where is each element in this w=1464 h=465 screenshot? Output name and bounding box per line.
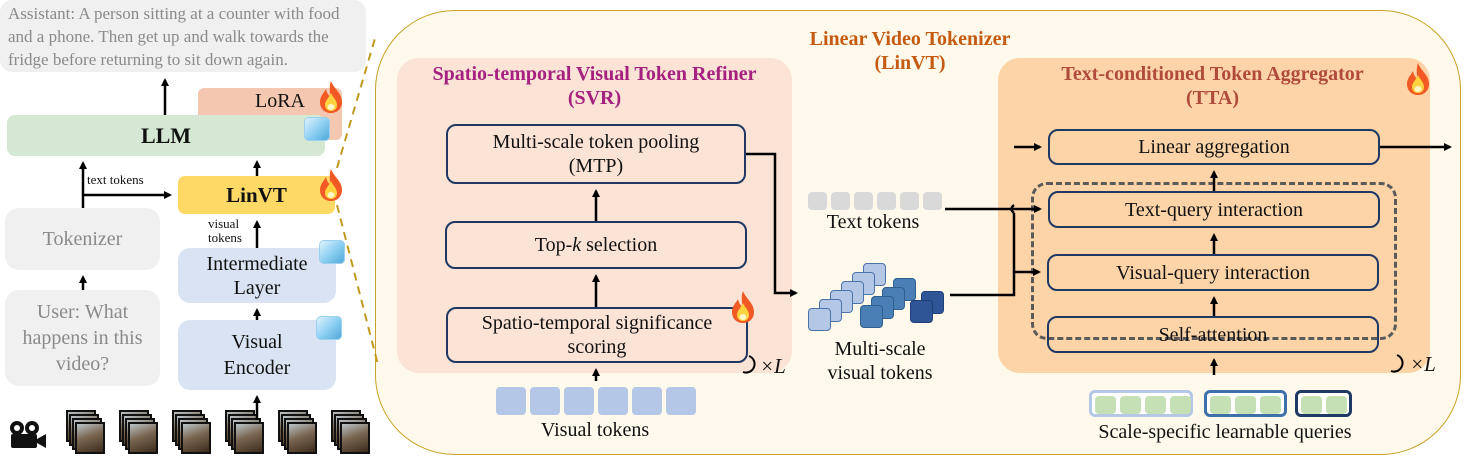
multiscale-token xyxy=(860,305,883,328)
visual-token xyxy=(530,387,560,415)
query-group xyxy=(1089,390,1193,417)
zoom-line-bottom xyxy=(336,204,379,366)
query-token xyxy=(1145,396,1166,414)
query-group xyxy=(1204,390,1287,417)
visual-query-interaction-step: Visual-query interaction xyxy=(1047,254,1379,291)
visual-token xyxy=(598,387,628,415)
queries-caption: Scale-specific learnable queries xyxy=(1098,421,1352,443)
video-frame xyxy=(128,422,158,454)
scoring-trainable-flame-icon xyxy=(730,290,756,324)
tokenizer-label: Tokenizer xyxy=(42,227,123,250)
lora-label: LoRA xyxy=(255,90,305,112)
visual-token xyxy=(496,387,526,415)
text-token xyxy=(877,192,896,210)
video-frame xyxy=(234,422,264,454)
llm-label: LLM xyxy=(140,122,192,148)
tta-trainable-flame-icon xyxy=(1405,62,1431,96)
text-token xyxy=(900,192,919,210)
query-token xyxy=(1235,396,1256,414)
intermediate-frozen-ice-icon xyxy=(319,240,345,264)
linvt-label: LinVT xyxy=(226,182,287,207)
linvt-panel-title: Linear Video Tokenizer (LinVT) xyxy=(809,28,1011,74)
tta-repeat-label: ×L xyxy=(1410,352,1436,376)
multiscale-caption: Multi-scale visual tokens xyxy=(827,338,933,384)
query-token xyxy=(1095,396,1116,414)
tta-title: Text-conditioned Token Aggregator (TTA) xyxy=(1061,63,1364,109)
query-group xyxy=(1295,390,1352,417)
linvt-trainable-flame-icon xyxy=(318,168,344,202)
assistant-response: Assistant: A person sitting at a counter… xyxy=(0,0,366,72)
llm-block: LLM xyxy=(7,115,325,156)
text-token xyxy=(808,192,827,210)
visual-token xyxy=(666,387,696,415)
svr-panel xyxy=(397,58,792,373)
query-token xyxy=(1120,396,1141,414)
visual-token xyxy=(632,387,662,415)
visual-tokens-label: visual tokens xyxy=(208,216,242,245)
visual-encoder-block: Visual Encoder xyxy=(178,320,336,390)
text-token xyxy=(923,192,942,210)
multiscale-token xyxy=(910,300,933,323)
query-token xyxy=(1326,396,1347,414)
query-token xyxy=(1260,396,1281,414)
text-query-interaction-step: Text-query interaction xyxy=(1048,191,1380,228)
linvt-block[interactable]: LinVT xyxy=(178,176,335,214)
svr-repeat-label: ×L xyxy=(760,354,786,378)
video-frame xyxy=(287,422,317,454)
self-attention-step: Self-attention xyxy=(1047,316,1379,353)
assistant-response-text: Assistant: A person sitting at a counter… xyxy=(8,4,340,69)
video-camera-icon xyxy=(8,420,48,450)
svr-title: Spatio-temporal Visual Token Refiner (SV… xyxy=(432,63,757,109)
visual-tokens-caption: Visual tokens xyxy=(540,419,650,441)
query-token xyxy=(1170,396,1191,414)
text-token xyxy=(854,192,873,210)
multiscale-token xyxy=(808,308,831,331)
topk-label: Top-k selection xyxy=(534,234,658,256)
query-token xyxy=(1301,396,1322,414)
topk-selection-step: Top-k selection xyxy=(445,221,747,269)
user-question-block: User: What happens in this video? xyxy=(5,290,160,386)
video-frame xyxy=(340,422,370,454)
text-tokens-label: text tokens xyxy=(87,172,144,187)
query-token xyxy=(1210,396,1231,414)
significance-scoring-step: Spatio-temporal significance scoring xyxy=(446,307,748,363)
video-frame xyxy=(75,422,105,454)
mtp-step: Multi-scale token pooling (MTP) xyxy=(446,124,746,184)
visual-token xyxy=(564,387,594,415)
video-frame xyxy=(181,422,211,454)
text-tokens-caption: Text tokens xyxy=(826,211,920,233)
linear-aggregation-step: Linear aggregation xyxy=(1048,129,1380,165)
tokenizer-block: Tokenizer xyxy=(5,208,160,270)
encoder-frozen-ice-icon xyxy=(316,316,342,340)
lora-trainable-flame-icon xyxy=(318,80,344,114)
llm-frozen-ice-icon xyxy=(304,117,330,141)
intermediate-layer-block: Intermediate Layer xyxy=(178,248,336,303)
tta-panel xyxy=(998,58,1430,373)
text-token xyxy=(831,192,850,210)
